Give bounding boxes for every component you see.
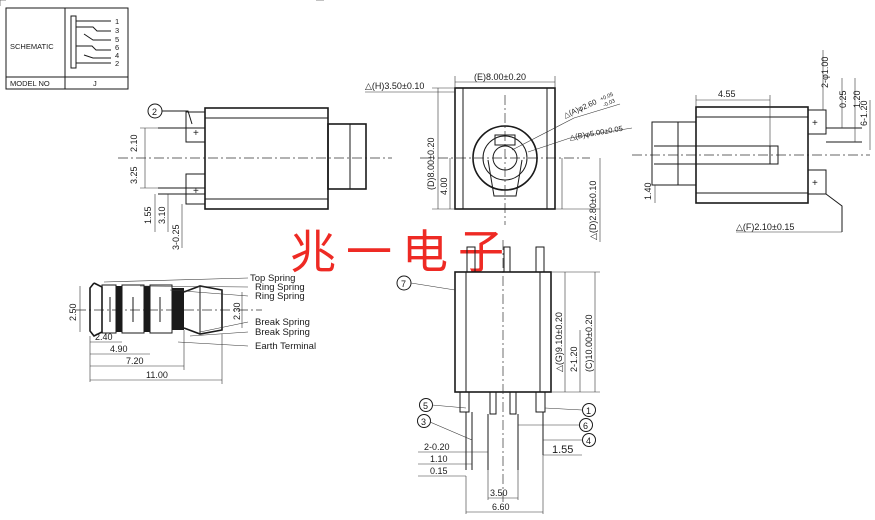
dim-2-30: 2.30 — [232, 302, 242, 320]
dim-7-20: 7.20 — [126, 356, 144, 366]
pin-number: 5 — [115, 35, 119, 44]
dim-1-20: 1.20 — [852, 90, 862, 108]
dim-a-tol-minus: -0.03 — [602, 98, 616, 109]
dim-a-tol-plus: +0.05 — [599, 92, 614, 103]
schematic-symbol — [70, 15, 111, 69]
dim-0-15: 0.15 — [430, 466, 448, 476]
svg-text:+: + — [812, 118, 818, 129]
title-block: SCHEMATIC MODEL NO J 1 3 5 6 4 2 — [5, 7, 129, 90]
dim-4-90: 4.90 — [110, 344, 128, 354]
dim-1-55: 1.55 — [143, 206, 153, 224]
balloon-7: 7 — [401, 279, 406, 289]
dim-2-1-20: 2-1.20 — [569, 346, 579, 372]
label-ring-spring-2: Ring Spring — [255, 291, 305, 302]
label-earth-terminal: Earth Terminal — [255, 341, 316, 352]
pin-number: 1 — [115, 17, 119, 26]
dim-3-10: 3.10 — [157, 206, 167, 224]
pin-number: 2 — [115, 59, 119, 68]
dim-4-55: 4.55 — [718, 89, 736, 99]
right-view: + + 4.55 2-φ1.00 0.25 1.20 6-1.20 1.40 △… — [632, 50, 871, 233]
dim-2-phi1: 2-φ1.00 — [820, 57, 830, 88]
dim-6-60: 6.60 — [492, 502, 510, 512]
dim-2-50: 2.50 — [68, 303, 78, 321]
model-value: J — [93, 79, 97, 88]
svg-text:+: + — [193, 186, 199, 197]
front-balloon: 2 — [152, 107, 157, 117]
dim-d: (D)8.00±0.20 — [426, 138, 436, 190]
dim-1-10: 1.10 — [430, 454, 448, 464]
dim-3-0-25: 3-0.25 — [171, 224, 181, 250]
dim-6-1-20: 6-1.20 — [859, 100, 869, 126]
label-break-spring-1: Break Spring — [255, 317, 310, 328]
center-view: (E)8.00±0.20 △(H)3.50±0.10 △(A)φ2.60 +0.… — [365, 72, 633, 242]
balloon-4: 4 — [586, 436, 591, 446]
dim-3-25: 3.25 — [129, 166, 139, 184]
front-view: + + 2 2.10 3.25 1.55 3.10 3-0.25 — [118, 103, 392, 250]
dim-0-25: 0.25 — [838, 90, 848, 108]
pin-number: 6 — [115, 43, 119, 52]
pin-number: 3 — [115, 26, 119, 35]
dim-1-55-bottom: 1.55 — [552, 444, 573, 456]
dim-4-00: 4.00 — [439, 177, 449, 195]
balloon-1: 1 — [586, 406, 591, 416]
plug-view: Top Spring Ring Spring Ring Spring Break… — [68, 273, 316, 384]
dim-g: △(G)9.10±0.20 — [554, 312, 564, 372]
dim-3-50: 3.50 — [490, 488, 508, 498]
schematic-label: SCHEMATIC — [10, 42, 54, 51]
pin-number: 4 — [115, 51, 119, 60]
dim-f: △(F)2.10±0.15 — [736, 222, 794, 232]
dim-d2: △(D)2.80±0.10 — [588, 181, 598, 240]
dim-2-40: 2.40 — [95, 332, 113, 342]
label-break-spring-2: Break Spring — [255, 327, 310, 338]
dim-c: (C)10.00±0.20 — [584, 315, 594, 372]
label-top-spring: Top Spring — [250, 273, 295, 284]
model-label: MODEL NO — [10, 79, 50, 88]
svg-text:+: + — [193, 128, 199, 139]
label-ring-spring-1: Ring Spring — [255, 282, 305, 293]
dim-2-0-20: 2-0.20 — [424, 442, 450, 452]
dim-2-10: 2.10 — [129, 134, 139, 152]
balloon-5: 5 — [423, 401, 428, 411]
dim-1-40: 1.40 — [643, 182, 653, 200]
dim-11-00: 11.00 — [146, 370, 168, 380]
svg-text:+: + — [812, 178, 818, 189]
dim-e: (E)8.00±0.20 — [474, 72, 526, 82]
dim-b: △(B)φ5.00±0.05 — [569, 124, 624, 142]
bottom-view: 7 △(G)9.10±0.20 2-1.20 (C)10.00±0.20 5 3… — [396, 240, 600, 514]
balloon-3: 3 — [421, 417, 426, 427]
watermark-text: 兆一电子 — [290, 225, 514, 279]
balloon-6: 6 — [583, 421, 588, 431]
dim-h: △(H)3.50±0.10 — [365, 81, 424, 91]
